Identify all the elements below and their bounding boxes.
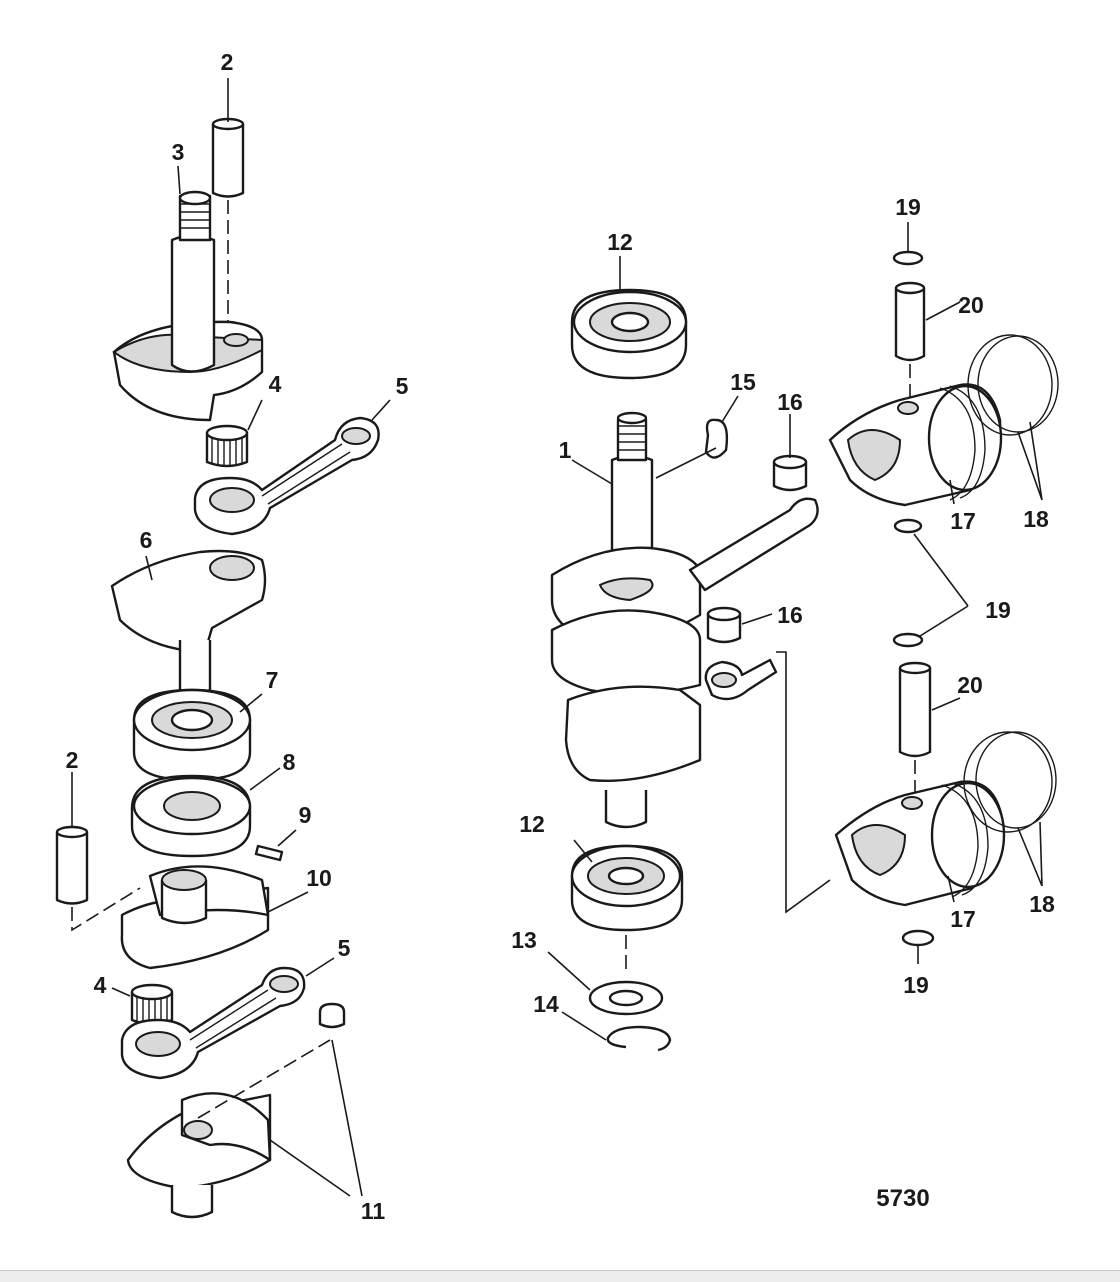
callout-20-upper: 20 [958,292,984,318]
callout-16-lower: 16 [777,602,803,628]
piston-lower [834,632,1057,947]
piston-upper [828,250,1059,534]
callout-4-lower: 4 [94,972,107,998]
main-bearing-bottom [570,844,684,975]
thrust-washer [588,980,664,1016]
woodruff-key [704,418,729,459]
callout-labels: 2 3 4 5 6 7 8 9 2 10 5 4 11 12 15 16 1 1… [66,49,1055,1224]
callout-11: 11 [361,1198,386,1224]
callout-14: 14 [533,991,559,1017]
callout-18-upper: 18 [1023,506,1049,532]
callout-3: 3 [172,139,185,165]
wrist-pin-bearing-lower [706,606,742,644]
dowel-pin-top [211,117,245,330]
callout-15: 15 [730,369,756,395]
retaining-ring [606,1025,672,1052]
callout-9: 9 [299,802,312,828]
seal-ring-8 [130,774,252,858]
leader-lines [71,78,1043,1197]
crank-web-10 [120,865,270,970]
connecting-rod-upper [193,416,380,536]
upper-crank-section [112,190,264,422]
callout-12-top: 12 [607,229,633,255]
small-pin-9 [254,844,284,862]
callout-19-top: 19 [895,194,921,220]
callout-10: 10 [306,865,332,891]
connecting-rod-lower [120,966,306,1080]
callout-1: 1 [559,437,572,463]
callout-19-middle: 19 [985,597,1011,623]
page-bottom-border [0,1270,1120,1282]
callout-16-upper: 16 [777,389,803,415]
crankshaft-assembly [550,411,831,914]
callout-19-bottom: 19 [903,972,929,998]
callout-20-lower: 20 [957,672,983,698]
callout-17-lower: 17 [950,906,976,932]
callout-6: 6 [140,527,153,553]
callout-7: 7 [266,667,279,693]
needle-bearing-upper [205,424,249,468]
callout-8: 8 [283,749,296,775]
callout-17-upper: 17 [950,508,976,534]
crank-web-6 [110,549,267,695]
callout-4-upper: 4 [269,371,282,397]
ball-bearing-7 [132,688,252,782]
callout-2-lower: 2 [66,747,79,773]
wrist-pin-bearing-upper [772,454,808,492]
callout-12-bottom: 12 [519,811,545,837]
figure-number: 5730 [876,1185,929,1212]
callout-18-lower: 18 [1029,891,1055,917]
callout-5-lower: 5 [338,935,351,961]
main-bearing-top [570,288,688,380]
callout-13: 13 [511,927,537,953]
callout-5-upper: 5 [396,373,409,399]
lower-crank-section [126,1002,346,1219]
dowel-pin-lower [55,825,141,932]
callout-2-top: 2 [221,49,234,75]
